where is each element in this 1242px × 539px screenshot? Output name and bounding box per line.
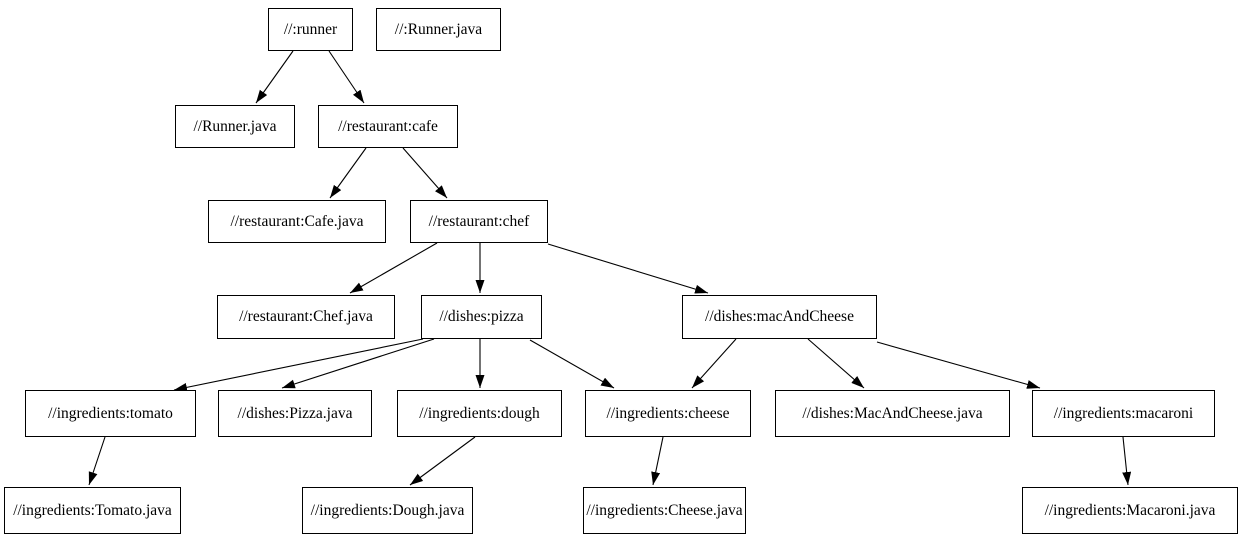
graph-node-cafe_java: //restaurant:Cafe.java [208,200,386,243]
graph-node-macaroni: //ingredients:macaroni [1032,390,1215,437]
graph-node-chef: //restaurant:chef [410,200,548,243]
graph-edge-chef-chef_java [349,242,438,294]
graph-node-mac_java: //dishes:MacAndCheese.java [775,390,1010,437]
graph-node-cafe: //restaurant:cafe [318,105,458,148]
graph-node-cheese_java: //ingredients:Cheese.java [583,487,746,534]
graph-node-mac: //dishes:macAndCheese [682,295,877,339]
graph-edge-mac-cheese [691,338,737,389]
graph-node-pizza: //dishes:pizza [421,295,542,339]
graph-edge-pizza-pizza_java [281,338,435,389]
graph-edge-mac-mac_java [807,338,865,389]
graph-node-tomato: //ingredients:tomato [25,390,196,437]
graph-node-dough: //ingredients:dough [397,390,562,437]
graph-edge-runner-cafe [328,50,365,104]
graph-node-cheese: //ingredients:cheese [585,390,751,437]
graph-node-runner_java_top: //:Runner.java [376,8,501,51]
graph-node-dough_java: //ingredients:Dough.java [302,487,473,534]
graph-node-pizza_java: //dishes:Pizza.java [218,390,372,437]
graph-node-chef_java: //restaurant:Chef.java [217,295,395,339]
graph-node-runner_java: //Runner.java [175,105,295,148]
graph-edge-macaroni-macaroni_java [1122,436,1132,486]
graph-edge-dough-dough_java [409,436,476,486]
graph-edge-pizza-tomato [173,338,424,392]
graph-edge-tomato-tomato_java [88,436,106,486]
graph-edge-chef-mac [547,243,709,294]
graph-edge-cheese-cheese_java [651,436,664,486]
graph-node-tomato_java: //ingredients:Tomato.java [4,487,181,534]
graph-edge-cafe-cafe_java [329,147,367,199]
graph-node-runner: //:runner [268,8,353,51]
graph-node-macaroni_java: //ingredients:Macaroni.java [1022,487,1238,534]
graph-edge-pizza-cheese [529,339,615,389]
graph-edge-runner-runner_java [255,50,294,104]
graph-edge-cafe-chef [402,147,448,199]
graph-edge-mac-macaroni [876,341,1041,389]
